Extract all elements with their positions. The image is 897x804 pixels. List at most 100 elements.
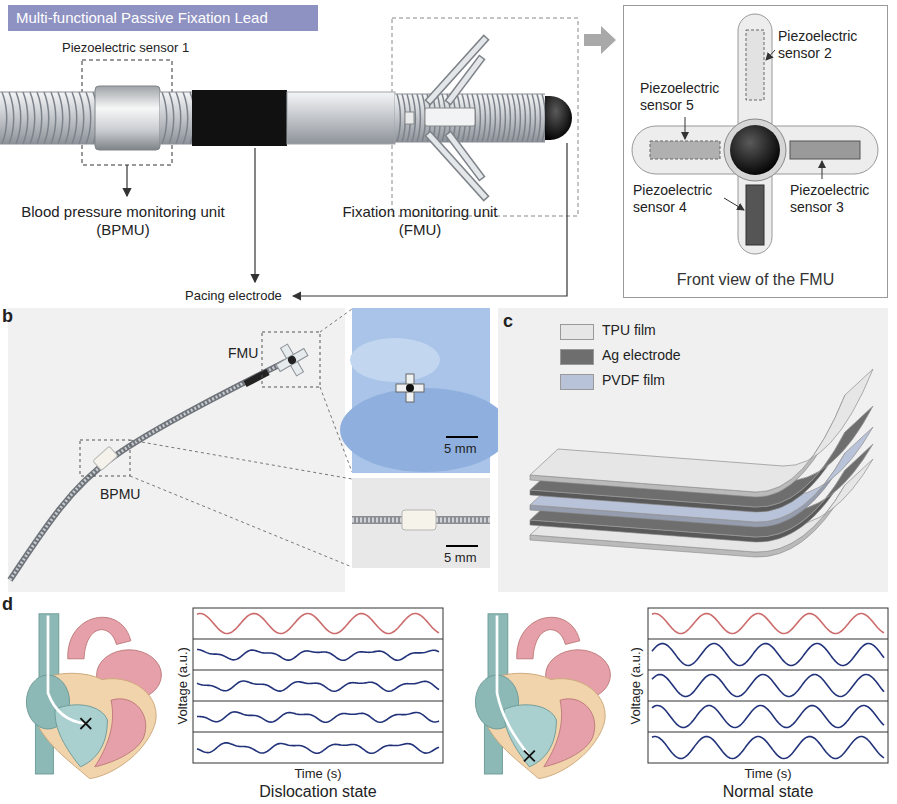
row-divider xyxy=(648,670,888,671)
coil-turn xyxy=(532,94,535,142)
legend-swatch xyxy=(560,374,594,390)
panel-letter: d xyxy=(2,594,13,616)
row-divider xyxy=(648,639,888,640)
fmu-zoom xyxy=(396,374,424,402)
coil-turn xyxy=(487,94,490,142)
part-label: Time (s) xyxy=(193,766,443,782)
legend-row: Ag electrode xyxy=(560,347,710,365)
leader-line xyxy=(254,148,255,282)
part-label: FMU xyxy=(228,345,258,362)
coil-turn xyxy=(169,92,174,144)
sensor-film xyxy=(746,185,764,245)
lead-tip xyxy=(287,355,298,366)
sensor-band xyxy=(95,86,160,150)
panel-b xyxy=(8,308,510,592)
scale-bar xyxy=(446,436,478,438)
part-label: Piezoelectric sensor 5 xyxy=(640,80,740,114)
coil-edge xyxy=(0,92,95,93)
coil-turn xyxy=(9,92,14,144)
signal-trace xyxy=(652,737,884,759)
signal-trace xyxy=(197,681,439,691)
lead xyxy=(48,616,86,724)
part-label: Piezoelectric sensor 3 xyxy=(790,182,885,216)
panel-a xyxy=(0,5,616,296)
heart xyxy=(475,614,610,779)
coil-edge xyxy=(395,94,545,95)
coil-turn xyxy=(492,94,495,142)
title: Multi-functional Passive Fixation Lead xyxy=(16,9,268,27)
panel-c xyxy=(498,308,888,592)
coil-body xyxy=(160,92,192,144)
coil-turn xyxy=(512,94,515,142)
coil-turn xyxy=(537,94,540,142)
part-label: Pacing electrode xyxy=(185,288,282,304)
signal-trace xyxy=(652,675,884,697)
tine xyxy=(450,60,480,100)
part-label: Piezoelectric sensor 1 xyxy=(62,40,189,56)
view-panel: Front view of the FMU xyxy=(623,5,888,298)
coil-turn xyxy=(72,92,77,144)
row-divider xyxy=(193,701,443,702)
coil-edge xyxy=(395,142,545,143)
coil-turn xyxy=(2,92,7,144)
notch xyxy=(405,112,414,124)
glove-highlight xyxy=(350,338,440,382)
zoom-arrow xyxy=(584,26,616,54)
zoom-line xyxy=(320,309,352,332)
tine-arm xyxy=(632,126,878,174)
dashed-box xyxy=(80,440,130,476)
right-ventricle xyxy=(504,705,556,767)
leader-line xyxy=(685,117,686,139)
coil-turn xyxy=(37,92,42,144)
film-layer xyxy=(530,369,873,492)
signal-chart xyxy=(648,608,888,763)
leader-line xyxy=(293,143,567,296)
tine xyxy=(450,136,480,176)
coil-turn xyxy=(497,94,500,142)
tine-arm xyxy=(396,384,424,392)
coil-turn xyxy=(162,92,167,144)
left-ventricle xyxy=(544,699,595,767)
coil-turn xyxy=(51,92,56,144)
tines xyxy=(80,718,91,729)
axis-label: Voltage (a.u.) xyxy=(175,621,191,751)
signal-chart xyxy=(193,608,443,763)
lead-photo xyxy=(352,478,490,568)
part-label: Normal state xyxy=(648,782,888,801)
axis-label: Voltage (a.u.) xyxy=(628,621,644,751)
legend-row: PVDF film xyxy=(560,372,710,390)
fmu-photo xyxy=(270,338,314,382)
bpmu-sleeve xyxy=(402,510,436,530)
panel-letter: b xyxy=(2,306,13,328)
glove-shade xyxy=(340,388,510,472)
lead-tip xyxy=(730,125,780,175)
part-label: Time (s) xyxy=(648,766,888,782)
lead-body xyxy=(10,362,285,580)
part-label: Dislocation state xyxy=(193,782,443,801)
part-label: Piezoelectric sensor 2 xyxy=(778,28,883,62)
dashed-box xyxy=(82,60,172,165)
coil-turn xyxy=(65,92,70,144)
coil-body xyxy=(395,94,545,142)
coil-turn xyxy=(176,92,181,144)
left-ventricle xyxy=(95,699,146,767)
legend-swatch xyxy=(560,349,594,365)
signal-trace xyxy=(197,712,439,722)
coil-turn xyxy=(507,94,510,142)
row-divider xyxy=(193,670,443,671)
tine xyxy=(430,40,484,100)
panel-letter: c xyxy=(503,311,513,333)
panel-ground xyxy=(498,308,888,592)
signal-trace xyxy=(197,614,439,634)
coil-turn xyxy=(517,94,520,142)
sensor-film xyxy=(746,30,764,100)
lead-tip xyxy=(545,96,572,140)
part-label: 5 mm xyxy=(444,550,477,566)
zoom-line xyxy=(130,476,352,567)
row-divider xyxy=(648,732,888,733)
leader-line xyxy=(766,50,775,60)
tine-arm xyxy=(276,349,308,372)
coil-edge xyxy=(160,144,192,145)
